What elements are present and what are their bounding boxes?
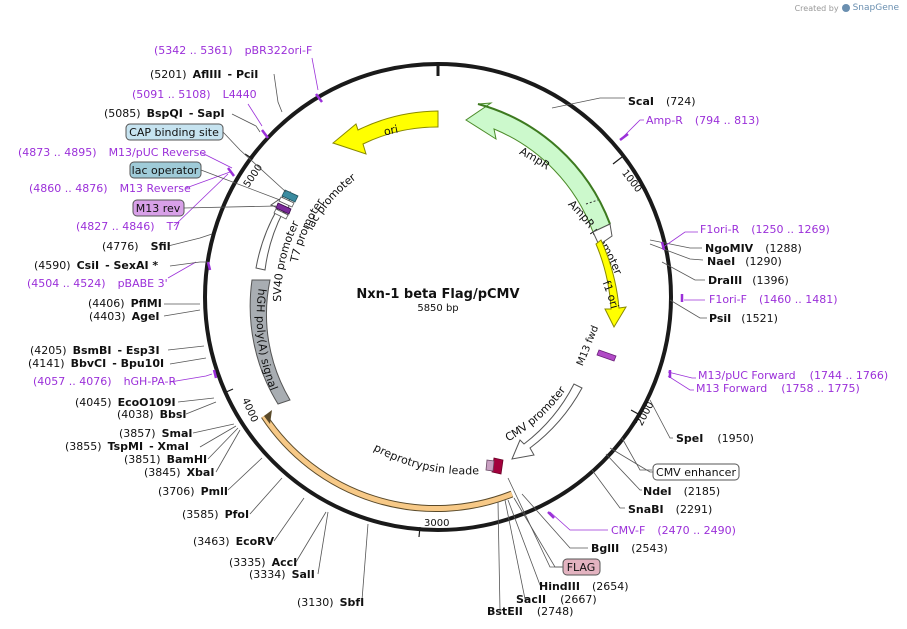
primer-m13-forward: M13 Forward(1758 .. 1775) [696,382,860,395]
site-pmli: (3706)PmlI [158,485,228,498]
site-draiii: DraIII(1396) [708,274,789,287]
cap-binding-mark [281,189,299,203]
site-scai: ScaI(724) [628,95,696,108]
site-ngomiv: NgoMIV(1288) [705,242,802,255]
site-bglii: BglII(2543) [591,542,668,555]
ampr-outline [477,103,611,225]
feature-label-hgh-polya: hGH poly(A) signal [254,288,281,392]
f1-ori-feature [595,239,627,329]
preprotrypsin-leader-mark [485,459,495,472]
hgh-polya-feature [249,279,291,405]
site-bamhi: (3851)BamHI [124,453,207,466]
right-site-leaders [497,97,707,611]
feature-label-ori: ori [382,123,399,139]
site-spei: SpeI(1950) [676,432,754,445]
ampr-promoter-arrow [592,223,613,246]
primer-amp-r: Amp-R(794 .. 813) [646,114,759,127]
box-cmv-enhancer: CMV enhancer [621,437,740,481]
ori-feature [331,110,439,155]
left-primer-leaders [167,57,323,383]
site-bspqi-sapi: (5085)BspQI- SapI [104,107,225,120]
promoter-cluster [273,189,299,220]
site-agei: (4403)AgeI [89,310,160,323]
svg-text:CAP binding site: CAP binding site [129,126,219,139]
site-bbvci-bpu10i: (4141)BbvCI- Bpu10I [28,357,164,370]
tick-label-3000: 3000 [424,518,449,529]
site-acci: (3335)AccI [229,556,297,569]
snapgene-logo-icon [841,4,850,12]
primer-m13-reverse: (4860 .. 4876)M13 Reverse [29,182,191,195]
primer-m13-puc-forward: M13/pUC Forward(1744 .. 1766) [698,369,888,382]
feature-label-lac-promoter: lac promoter [303,171,358,232]
site-afliii-pcii: (5201)AflIII- PciI [150,68,258,81]
plasmid-name: Nxn-1 beta Flag/pCMV [356,287,519,302]
svg-text:CMV enhancer: CMV enhancer [656,466,736,479]
t7-mark [273,208,289,220]
svg-text:M13 rev: M13 rev [136,202,181,215]
primer-pbr322ori-f: (5342 .. 5361)pBR322ori-F [154,44,312,57]
insert-orf-outline [261,414,514,513]
site-hindiii: HindIII(2654) [539,580,629,593]
site-bsmbi-esp3i: (4205)BsmBI- Esp3I [30,344,160,357]
site-snabi: SnaBI(2291) [628,503,712,516]
m13-fwd-feature [596,349,617,362]
plasmid-size: 5850 bp [417,303,458,314]
site-xbai: (3845)XbaI [144,466,214,479]
site-bsteii: BstEII(2748) [487,605,573,618]
primer-f1ori-r: F1ori-R(1250 .. 1269) [700,223,830,236]
insert-orf-feature [261,414,513,512]
m13-rev-mark [275,202,292,215]
site-smai: (3857)SmaI [119,427,192,440]
primer-pbabe-3: (4504 .. 4524)pBABE 3' [27,277,168,290]
site-ndei: NdeI(2185) [643,485,720,498]
insert-orf-arrowhead [264,410,272,424]
primer-cmv-f: CMV-F(2470 .. 2490) [611,524,736,537]
credit-prefix: Created by [794,3,839,13]
svg-text:lac operator: lac operator [132,164,199,177]
right-primer-leaders [547,119,705,531]
box-m13-rev: M13 rev [132,199,277,217]
site-pflmi: (4406)PflMI [88,297,162,310]
site-pfoi: (3585)PfoI [182,508,249,521]
feature-label-m13-fwd: M13 fwd [575,324,601,367]
site-sbfi: (3130)SbfI [297,596,364,609]
site-sali: (3334)SalI [249,568,315,581]
credit: Created by SnapGene [795,3,899,13]
cmv-promoter-feature [511,383,583,460]
primer-l4440: (5091 .. 5108)L4440 [132,88,257,101]
site-csii-sexai: (4590)CsiI- SexAI * [34,259,158,272]
credit-brand: SnapGene [852,3,899,13]
primer-m13-puc-reverse: (4873 .. 4895)M13/pUC Reverse [18,146,206,159]
site-ecorv: (3463)EcoRV [193,535,275,548]
primer-t7: (4827 .. 4846)T7 [76,220,180,233]
site-sacii: SacII(2667) [516,593,597,606]
box-cap-binding-site: CAP binding site [125,123,287,193]
svg-text:FLAG: FLAG [567,561,596,574]
site-sfii: (4776)SfiI [102,240,171,253]
site-ecoo109i: (4045)EcoO109I [75,396,176,409]
primer-hgh-pa-r: (4057 .. 4076)hGH-PA-R [33,375,176,388]
site-tspmi-xmai: (3855)TspMI- XmaI [65,440,189,453]
left-site-leaders [163,73,369,601]
box-flag: FLAG [507,477,601,576]
primer-f1ori-f: F1ori-F(1460 .. 1481) [709,293,838,306]
site-naei: NaeI(1290) [707,255,782,268]
site-psii: PsiI(1521) [709,312,778,325]
box-lac-operator: lac operator [129,161,281,201]
site-bbsi: (4038)BbsI [117,408,186,421]
